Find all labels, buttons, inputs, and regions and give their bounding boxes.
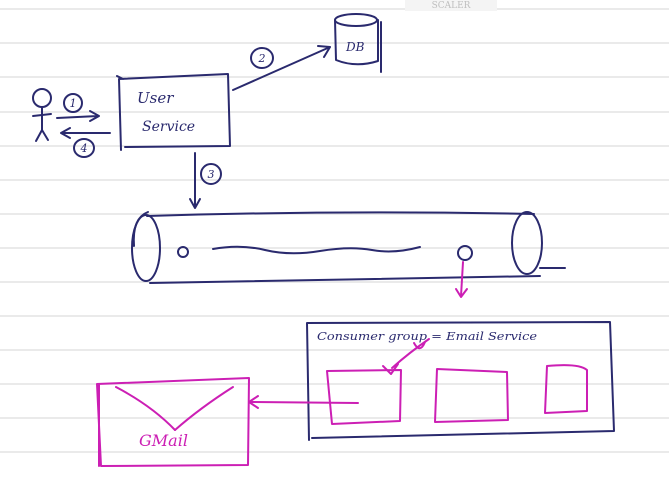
step4-badge — [73, 138, 95, 158]
message-queue — [131, 211, 566, 284]
step1-badge — [63, 93, 83, 113]
partition-to-consumer-arrow — [382, 338, 430, 375]
gmail-label: GMail — [139, 431, 188, 450]
db-cylinder-icon — [334, 13, 382, 73]
ruled-lines — [0, 8, 669, 453]
step1-label: 1 — [70, 97, 77, 110]
consumer-to-gmail-arrow — [248, 395, 359, 409]
user-service-label-line1: User — [137, 89, 174, 107]
consumer-2 — [434, 368, 509, 423]
consumer-3 — [544, 364, 588, 414]
step1-arrow — [56, 110, 100, 122]
consumer-1 — [326, 369, 402, 425]
consumer-group-box — [306, 321, 615, 441]
gmail-envelope-icon — [96, 377, 250, 467]
queue-to-consumer-arrow — [455, 261, 468, 298]
step2-badge — [250, 47, 274, 69]
step4-arrow — [60, 127, 111, 139]
user-service-label-line2: Service — [142, 119, 195, 135]
consumer-group-underline — [413, 341, 426, 350]
user-actor-icon — [32, 88, 52, 142]
watermark-plate — [405, 0, 497, 11]
step2-label: 2 — [258, 52, 266, 65]
watermark: SCALER — [432, 1, 471, 11]
step3-label: 3 — [208, 168, 215, 181]
step3-arrow — [189, 152, 201, 209]
db-label: DB — [345, 40, 365, 54]
step2-arrow — [232, 45, 331, 91]
step4-label: 4 — [80, 142, 88, 155]
user-service-box — [116, 73, 231, 151]
consumers — [326, 364, 588, 425]
consumer-group-label: Consumer group = Email Service — [317, 330, 538, 343]
step3-badge — [200, 163, 222, 185]
